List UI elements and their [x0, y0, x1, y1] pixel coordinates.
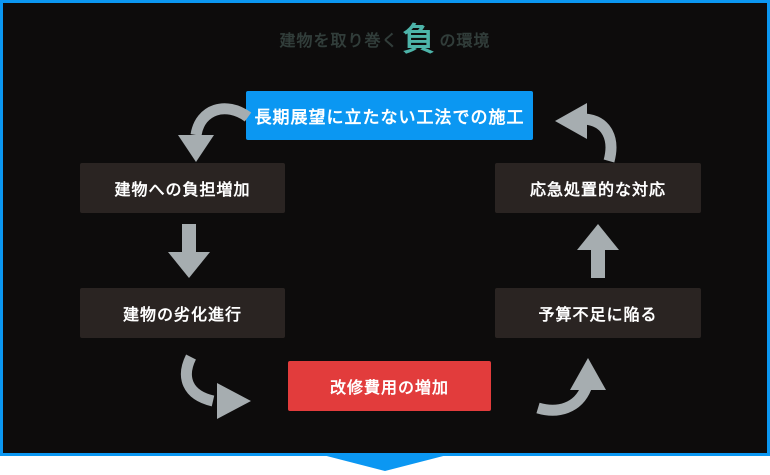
node-cost: 改修費用の増加: [288, 361, 491, 411]
title-suffix: の環境: [439, 33, 491, 50]
straight-arrow-down-icon: [166, 223, 212, 281]
node-deterioration-label: 建物の劣化進行: [122, 307, 242, 324]
title-prefix: 建物を取り巻く: [279, 33, 399, 50]
node-burden-label: 建物への負担増加: [114, 182, 251, 199]
diagram-title: 建物を取り巻く 負 の環境: [3, 15, 767, 63]
node-budget: 予算不足に陥る: [495, 288, 701, 338]
node-stopgap: 応急処置的な対応: [495, 163, 701, 213]
node-deterioration: 建物の劣化進行: [80, 288, 285, 338]
node-construction: 長期展望に立たない工法での施工: [246, 91, 533, 140]
curved-arrow-left-icon: [545, 95, 635, 165]
curved-arrow-right-icon: [171, 351, 261, 421]
straight-arrow-up-icon: [575, 221, 621, 279]
node-budget-label: 予算不足に陥る: [538, 307, 658, 324]
curved-arrow-down-left-icon: [166, 95, 256, 165]
node-construction-label: 長期展望に立たない工法での施工: [254, 108, 525, 127]
node-cost-label: 改修費用の増加: [329, 380, 449, 397]
cycle-diagram-panel: 建物を取り巻く 負 の環境 長期展望に立たない工法での施工 建物への負担増加 建…: [0, 0, 770, 456]
node-burden: 建物への負担増加: [80, 163, 285, 213]
curved-arrow-up-icon: [528, 348, 618, 418]
pointer-down-triangle-icon: [315, 453, 455, 471]
node-stopgap-label: 応急処置的な対応: [529, 182, 666, 199]
title-highlight: 負: [402, 21, 436, 57]
